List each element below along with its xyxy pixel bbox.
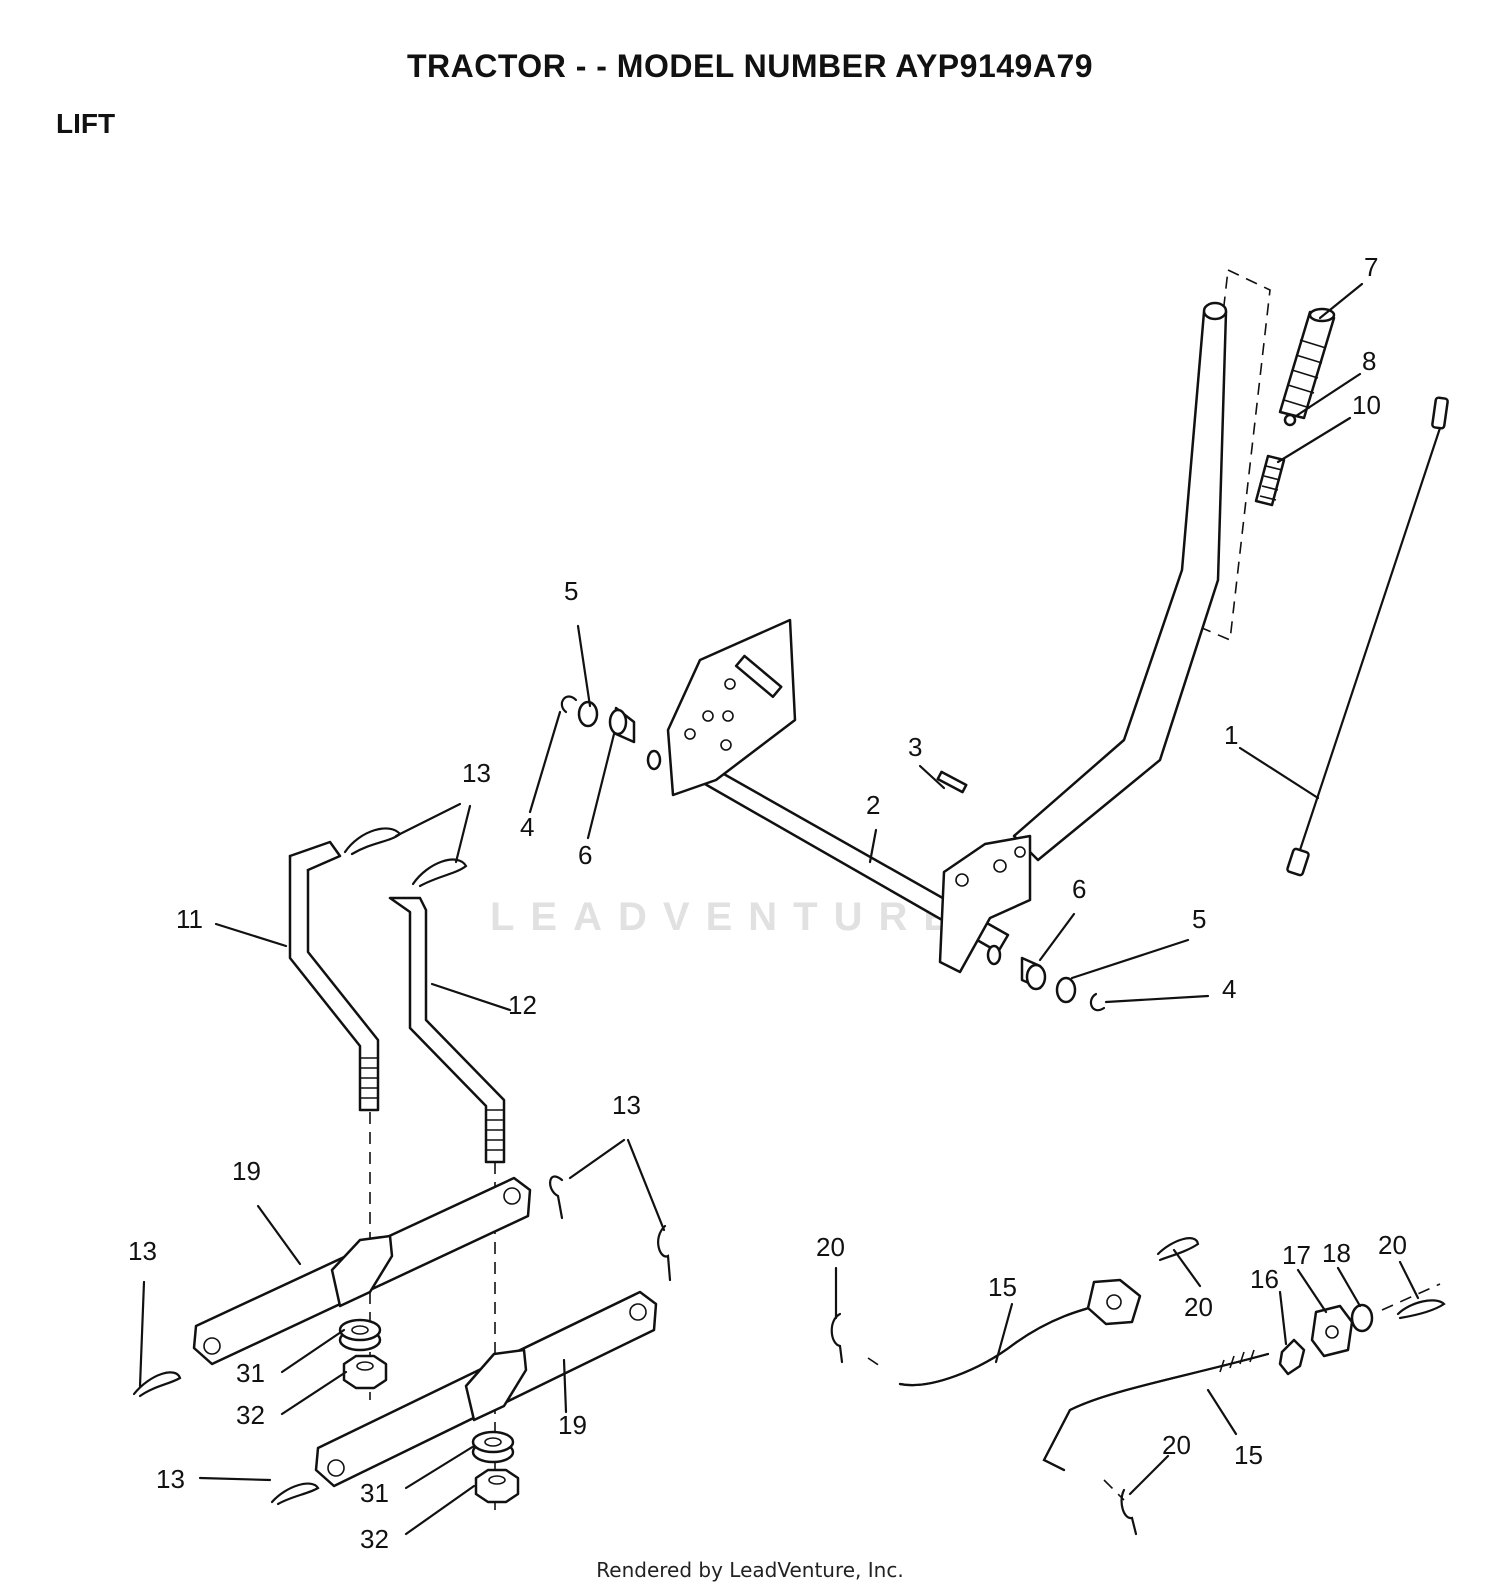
callout-20: 20 [1378,1230,1407,1260]
callout-7: 7 [1364,252,1378,282]
cotter-pin [1120,1488,1138,1536]
section-label: LIFT [56,108,116,139]
callouts: 7 8 10 1 5 4 6 3 2 6 5 4 13 11 12 13 19 … [128,252,1407,1554]
leader-lines [138,282,1420,1536]
callout-1: 1 [1224,720,1238,750]
footer-credit: Rendered by LeadVenture, Inc. [596,1558,904,1582]
left-hardware [560,695,662,771]
callout-3: 3 [908,732,922,762]
callout-31: 31 [360,1478,389,1508]
callout-11: 11 [176,904,203,934]
callout-20: 20 [1162,1430,1191,1460]
part-bracket-plate [666,618,797,797]
part-pin [936,770,968,794]
callout-5: 5 [564,576,578,606]
part-handle-bracket [938,834,1032,974]
callout-4: 4 [520,812,534,842]
center-line [867,1357,881,1367]
right-hardware [986,944,1106,1012]
part-bushing-upper [338,1318,382,1352]
hair-pin [270,1482,320,1506]
hair-pin [411,858,468,888]
part-ball [1283,413,1297,427]
page-title: TRACTOR - - MODEL NUMBER AYP9149A79 [406,48,1094,84]
hair-pin [132,1371,182,1398]
center-line [1381,1283,1441,1311]
callout-32: 32 [236,1400,265,1430]
callout-13: 13 [462,758,491,788]
callout-2: 2 [866,790,880,820]
cotter-pin [830,1312,844,1364]
callout-10: 10 [1352,390,1381,420]
part-link-upper [898,1278,1142,1387]
callout-20: 20 [1184,1292,1213,1322]
part-lift-link-12 [388,896,506,1164]
part-lift-link-11 [288,840,380,1112]
callout-13: 13 [612,1090,641,1120]
callout-5: 5 [1192,904,1206,934]
part-grip [1278,307,1336,420]
callout-6: 6 [1072,874,1086,904]
callout-32: 32 [360,1524,389,1554]
part-lift-arm-upper [192,1176,532,1366]
callout-18: 18 [1322,1238,1351,1268]
part-nut-lower [474,1468,520,1504]
cotter-pin [1396,1299,1446,1320]
part-lift-arm-lower [314,1290,658,1488]
part-lift-rod [1286,396,1449,877]
watermark: LEADVENTURE [490,895,967,939]
callout-15: 15 [988,1272,1017,1302]
callout-17: 17 [1282,1240,1311,1270]
callout-12: 12 [508,990,537,1020]
callout-15: 15 [1234,1440,1263,1470]
callout-13: 13 [128,1236,157,1266]
callout-20: 20 [816,1232,845,1262]
hair-pin [343,827,402,856]
part-lift-handle [1012,301,1228,862]
callout-19: 19 [558,1410,587,1440]
callout-19: 19 [232,1156,261,1186]
cotter-pin [1156,1237,1200,1262]
hair-pin [657,1224,672,1282]
callout-4: 4 [1222,974,1236,1004]
callout-8: 8 [1362,346,1376,376]
hair-pin [549,1175,564,1220]
callout-13: 13 [156,1464,185,1494]
part-nut-upper [342,1354,388,1390]
callout-16: 16 [1250,1264,1279,1294]
callout-31: 31 [236,1358,265,1388]
part-spring [1254,454,1286,507]
part-bushing-lower [471,1430,515,1464]
part-hardware-16-17-18 [1278,1303,1374,1376]
part-link-lower [1042,1349,1270,1472]
callout-6: 6 [578,840,592,870]
